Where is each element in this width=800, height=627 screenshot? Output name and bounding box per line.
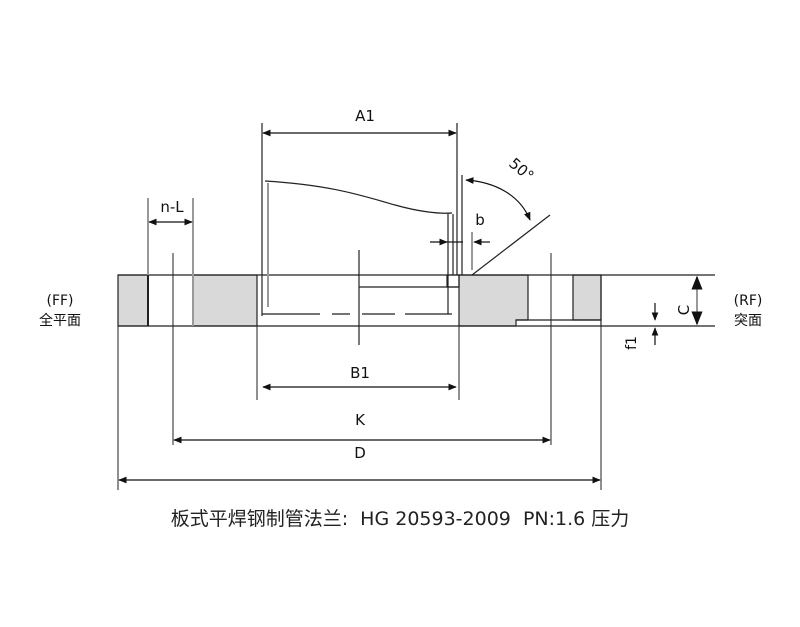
label-ff-name: 全平面 — [39, 312, 81, 329]
label-a1: A1 — [355, 107, 375, 125]
extension-lines — [117, 198, 602, 490]
pipe — [261, 123, 551, 345]
label-rf-code: (RF) — [734, 293, 763, 309]
label-angle: 50° — [505, 154, 537, 185]
label-rf-name: 突面 — [734, 313, 762, 329]
label-k: K — [355, 411, 366, 429]
label-c: C — [675, 305, 693, 315]
flange-body — [117, 274, 715, 327]
label-f1: f1 — [624, 336, 640, 350]
dimension-lines — [118, 129, 703, 484]
label-b1: B1 — [350, 364, 370, 382]
label-b: b — [475, 211, 485, 229]
caption: 板式平焊钢制管法兰: HG 20593-2009 PN:1.6 压力 — [170, 508, 630, 530]
label-d: D — [354, 444, 366, 462]
label-ff-code: (FF) — [46, 293, 73, 309]
label-nl: n-L — [160, 198, 184, 216]
